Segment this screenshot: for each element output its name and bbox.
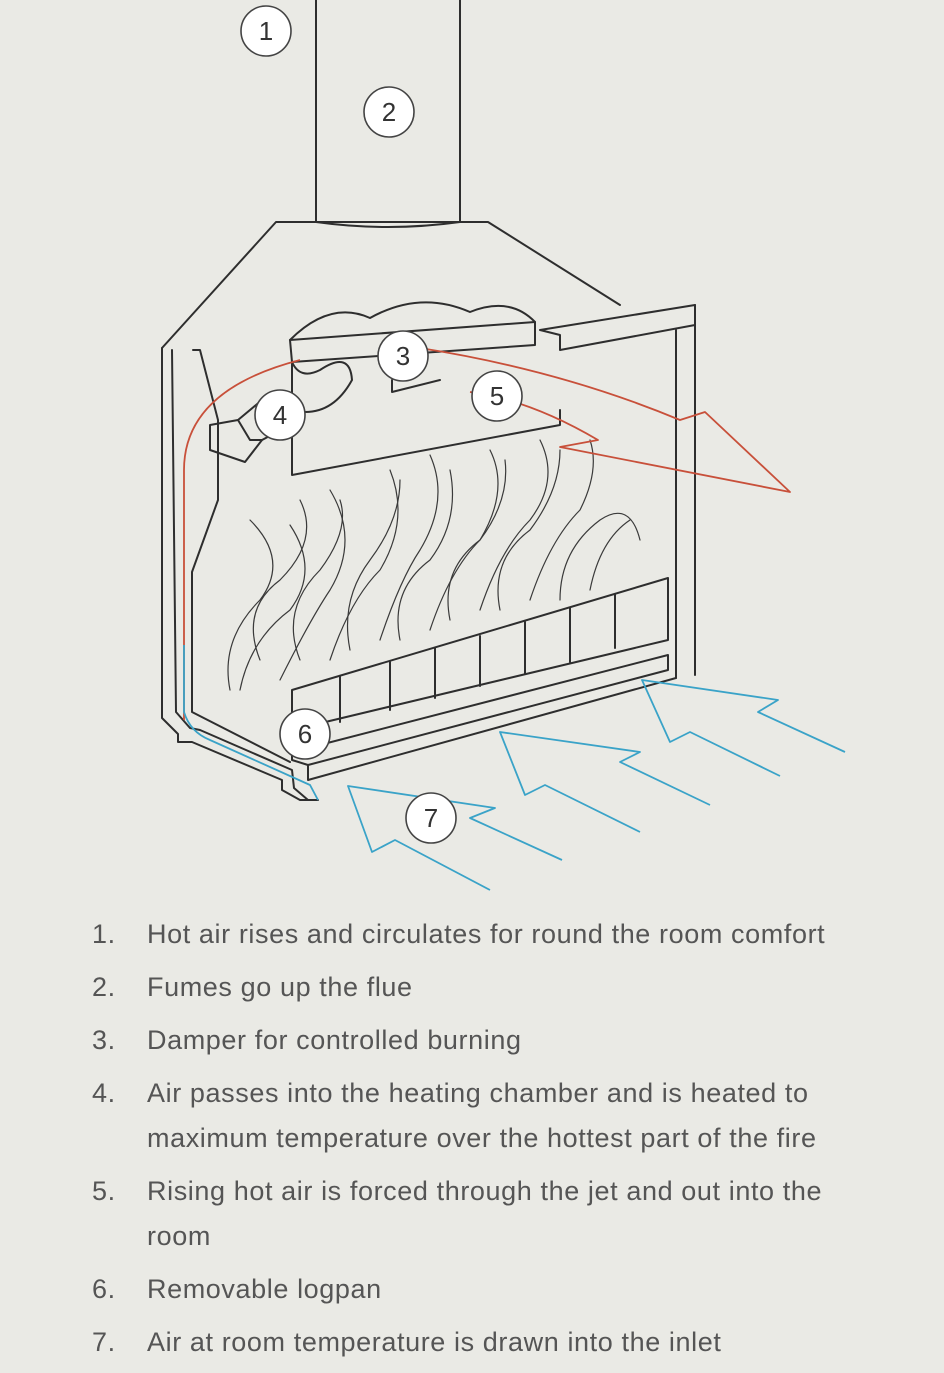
legend-number: 2. [92, 972, 116, 1002]
legend-number: 7. [92, 1327, 116, 1357]
legend-text: Damper for controlled burning [147, 1025, 522, 1055]
legend-text: Rising hot air is forced through the jet… [147, 1176, 823, 1251]
fireplace-hood [161, 221, 621, 801]
legend-item-4: 4. Air passes into the heating chamber a… [0, 1071, 944, 1161]
legend-text: Fumes go up the flue [147, 972, 413, 1002]
legend-text: Air passes into the heating chamber and … [147, 1078, 817, 1153]
svg-text:7: 7 [424, 803, 438, 833]
svg-text:6: 6 [298, 719, 312, 749]
callout-5: 5 [471, 370, 523, 422]
cool-air-flow [183, 645, 846, 891]
callout-7: 7 [405, 792, 457, 844]
legend-item-1: 1. Hot air rises and circulates for roun… [0, 912, 944, 957]
legend-item-3: 3. Damper for controlled burning [0, 1018, 944, 1063]
legend-text: Removable logpan [147, 1274, 382, 1304]
legend-item-5: 5. Rising hot air is forced through the … [0, 1169, 944, 1259]
callout-6: 6 [279, 708, 331, 760]
legend-item-6: 6. Removable logpan [0, 1267, 944, 1312]
legend-number: 3. [92, 1025, 116, 1055]
hot-air-flow [183, 347, 791, 720]
fireplace-diagram: 1 2 3 4 5 6 7 [161, 0, 846, 891]
callout-1: 1 [240, 5, 292, 57]
legend-number: 5. [92, 1176, 116, 1206]
legend-list: 1. Hot air rises and circulates for roun… [0, 912, 944, 1373]
legend-number: 4. [92, 1078, 116, 1108]
callout-2: 2 [363, 86, 415, 138]
legend-item-7: 7. Air at room temperature is drawn into… [0, 1320, 944, 1365]
legend-number: 1. [92, 919, 116, 949]
callout-3: 3 [377, 330, 429, 382]
grate-bars [339, 593, 616, 723]
legend-text: Air at room temperature is drawn into th… [147, 1327, 722, 1357]
legend-item-2: 2. Fumes go up the flue [0, 965, 944, 1010]
svg-text:5: 5 [490, 381, 504, 411]
callout-4: 4 [254, 389, 306, 441]
legend-number: 6. [92, 1274, 116, 1304]
flue-pipe [315, 0, 461, 228]
svg-text:2: 2 [382, 97, 396, 127]
svg-text:3: 3 [396, 341, 410, 371]
svg-text:4: 4 [273, 400, 287, 430]
flames [227, 439, 641, 691]
svg-text:1: 1 [259, 16, 273, 46]
legend-text: Hot air rises and circulates for round t… [147, 919, 826, 949]
